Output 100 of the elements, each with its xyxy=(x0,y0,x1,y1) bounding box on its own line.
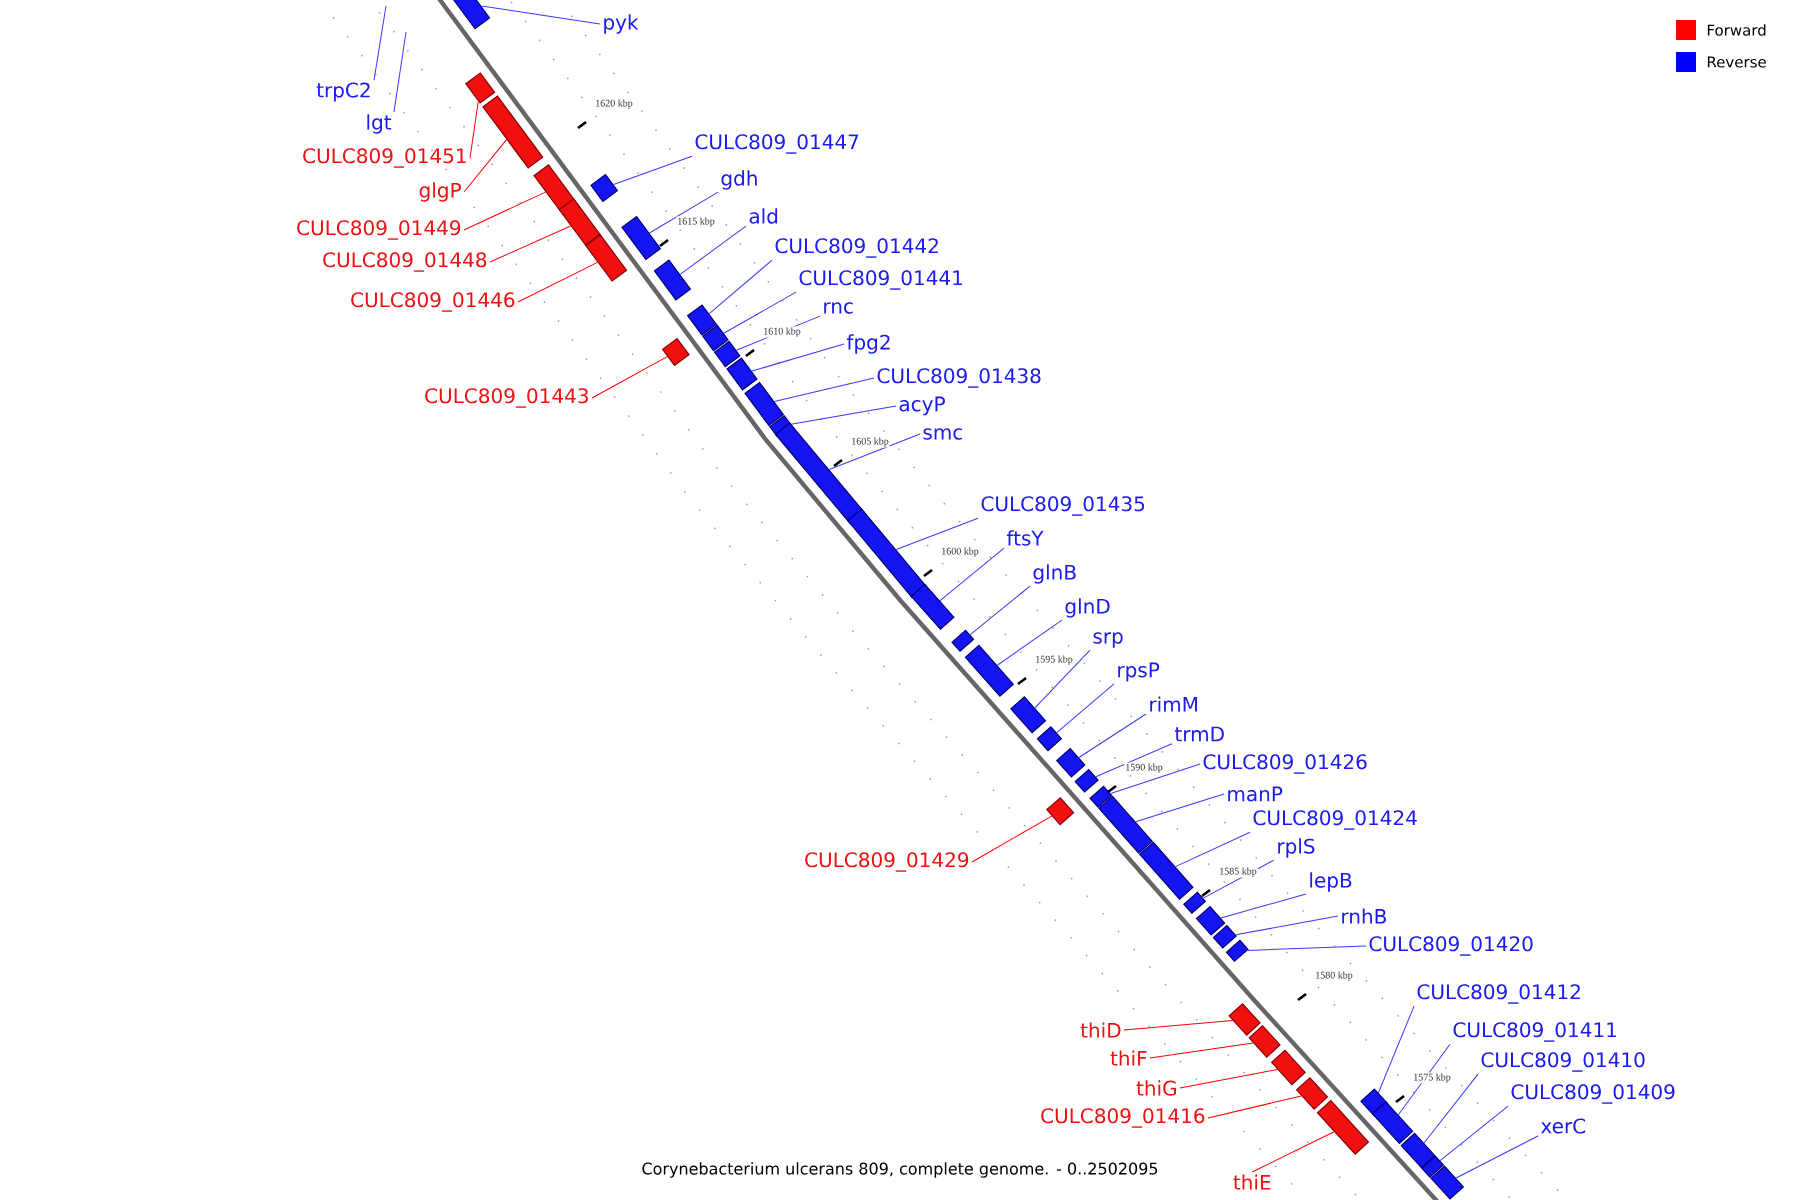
leader-line xyxy=(469,100,479,159)
leader-line xyxy=(649,191,719,234)
gene-label: thiG xyxy=(1136,1080,1176,1096)
gene-label: CULC809_01438 xyxy=(877,368,1041,388)
gene-label: CULC809_01420 xyxy=(1369,936,1533,956)
leader-line xyxy=(1135,793,1225,823)
gene-label: trpC2 xyxy=(316,82,370,102)
leader-line xyxy=(735,315,821,351)
leader-line xyxy=(1149,1042,1254,1059)
gene-label: CULC809_01411 xyxy=(1453,1022,1617,1042)
leader-line xyxy=(613,155,693,186)
leader-line xyxy=(971,815,1053,863)
leader-line xyxy=(708,259,773,315)
leader-line xyxy=(1175,831,1251,868)
leader-line xyxy=(463,139,508,193)
leader-line xyxy=(939,547,1005,602)
leader-line xyxy=(393,31,407,113)
gene-label: rplS xyxy=(1278,838,1315,858)
leader-line xyxy=(373,5,387,81)
gene-label: trmD xyxy=(1174,726,1224,742)
leader-line xyxy=(1235,915,1339,936)
gene-label: fpg2 xyxy=(846,334,890,354)
gene-label: thiD xyxy=(1080,1022,1121,1038)
leader-line xyxy=(1078,713,1147,758)
gene-label: CULC809_01441 xyxy=(799,270,963,290)
leader-line xyxy=(1377,1005,1415,1094)
leader-line xyxy=(489,225,572,263)
gene-block xyxy=(1074,768,1099,793)
gene-block xyxy=(1316,1099,1370,1155)
gene-block xyxy=(585,234,628,282)
leader-line xyxy=(1247,945,1367,951)
leader-line xyxy=(1251,1131,1335,1173)
gene-label: CULC809_01435 xyxy=(981,496,1145,516)
leader-line xyxy=(1056,683,1115,734)
gene-label: thiE xyxy=(1233,1174,1271,1190)
leader-line xyxy=(1179,1069,1278,1089)
leader-line xyxy=(1123,1019,1234,1031)
gene-block xyxy=(1010,696,1047,734)
gene-block xyxy=(713,340,741,368)
leader-line xyxy=(773,377,875,403)
gene-block xyxy=(702,324,729,352)
gene-block xyxy=(1400,1132,1436,1169)
gene-label: CULC809_01443 xyxy=(425,388,588,408)
gene-label: rnhB xyxy=(1342,908,1386,924)
gene-block xyxy=(1228,1002,1261,1036)
gene-label: gdh xyxy=(721,170,757,190)
gene-label: CULC809_01409 xyxy=(1511,1084,1675,1104)
gene-block xyxy=(1248,1024,1281,1058)
gene-block xyxy=(1371,1100,1414,1145)
gene-block xyxy=(726,357,758,391)
gene-block xyxy=(1036,726,1063,752)
gene-label: acyP xyxy=(899,396,945,416)
gene-label: pyk xyxy=(604,14,639,34)
leader-line xyxy=(463,191,546,231)
gene-block xyxy=(1055,747,1086,778)
leader-line xyxy=(895,517,979,551)
gene-label: srp xyxy=(1093,632,1123,648)
leader-line xyxy=(790,405,897,425)
leader-line xyxy=(1397,1043,1451,1116)
leader-line xyxy=(969,585,1031,636)
leader-line xyxy=(1207,1095,1302,1119)
gene-label: manP xyxy=(1228,786,1283,802)
leader-line xyxy=(723,291,797,334)
gene-label: CULC809_01446 xyxy=(351,292,515,312)
gene-label: CULC809_01447 xyxy=(695,134,859,154)
leader-line xyxy=(996,619,1063,666)
gene-label: CULC809_01448 xyxy=(323,252,487,272)
leader-line xyxy=(828,433,921,470)
gene-label: rimM xyxy=(1150,696,1197,712)
gene-label: rnc xyxy=(824,302,853,314)
gene-label: ftsY xyxy=(1006,530,1044,546)
leader-line xyxy=(1220,893,1307,919)
leader-line xyxy=(480,5,601,25)
gene-label: glnD xyxy=(1065,598,1110,618)
gene-label: ald xyxy=(749,208,778,224)
leader-line xyxy=(517,261,598,303)
gene-label: CULC809_01442 xyxy=(775,238,938,258)
leader-line xyxy=(1202,859,1275,899)
leader-line xyxy=(1455,1135,1539,1179)
gene-label: xerC xyxy=(1541,1118,1586,1134)
gene-label: lgt xyxy=(367,114,392,134)
gene-block xyxy=(533,164,576,212)
leader-line xyxy=(1034,649,1091,709)
leader-line xyxy=(1423,1073,1479,1144)
leader-line xyxy=(751,343,845,372)
gene-label: rpsP xyxy=(1118,662,1160,682)
gene-label: CULC809_01410 xyxy=(1481,1052,1645,1072)
gene-label: CULC809_01451 xyxy=(303,148,466,168)
gene-block xyxy=(1195,905,1226,936)
gene-block xyxy=(558,198,601,246)
leader-line xyxy=(679,225,747,275)
leader-line xyxy=(591,356,668,399)
gene-label: smc xyxy=(923,428,963,440)
gene-label: CULC809_01416 xyxy=(1041,1108,1205,1128)
gene-block xyxy=(482,95,544,169)
gene-label: glnB xyxy=(1033,564,1076,584)
caption: Corynebacterium ulcerans 809, complete genome. - 0..2502095 xyxy=(642,1162,1158,1178)
leader-line xyxy=(1439,1105,1509,1162)
gene-label: thiF xyxy=(1110,1050,1147,1066)
gene-label: glgP xyxy=(419,182,461,202)
